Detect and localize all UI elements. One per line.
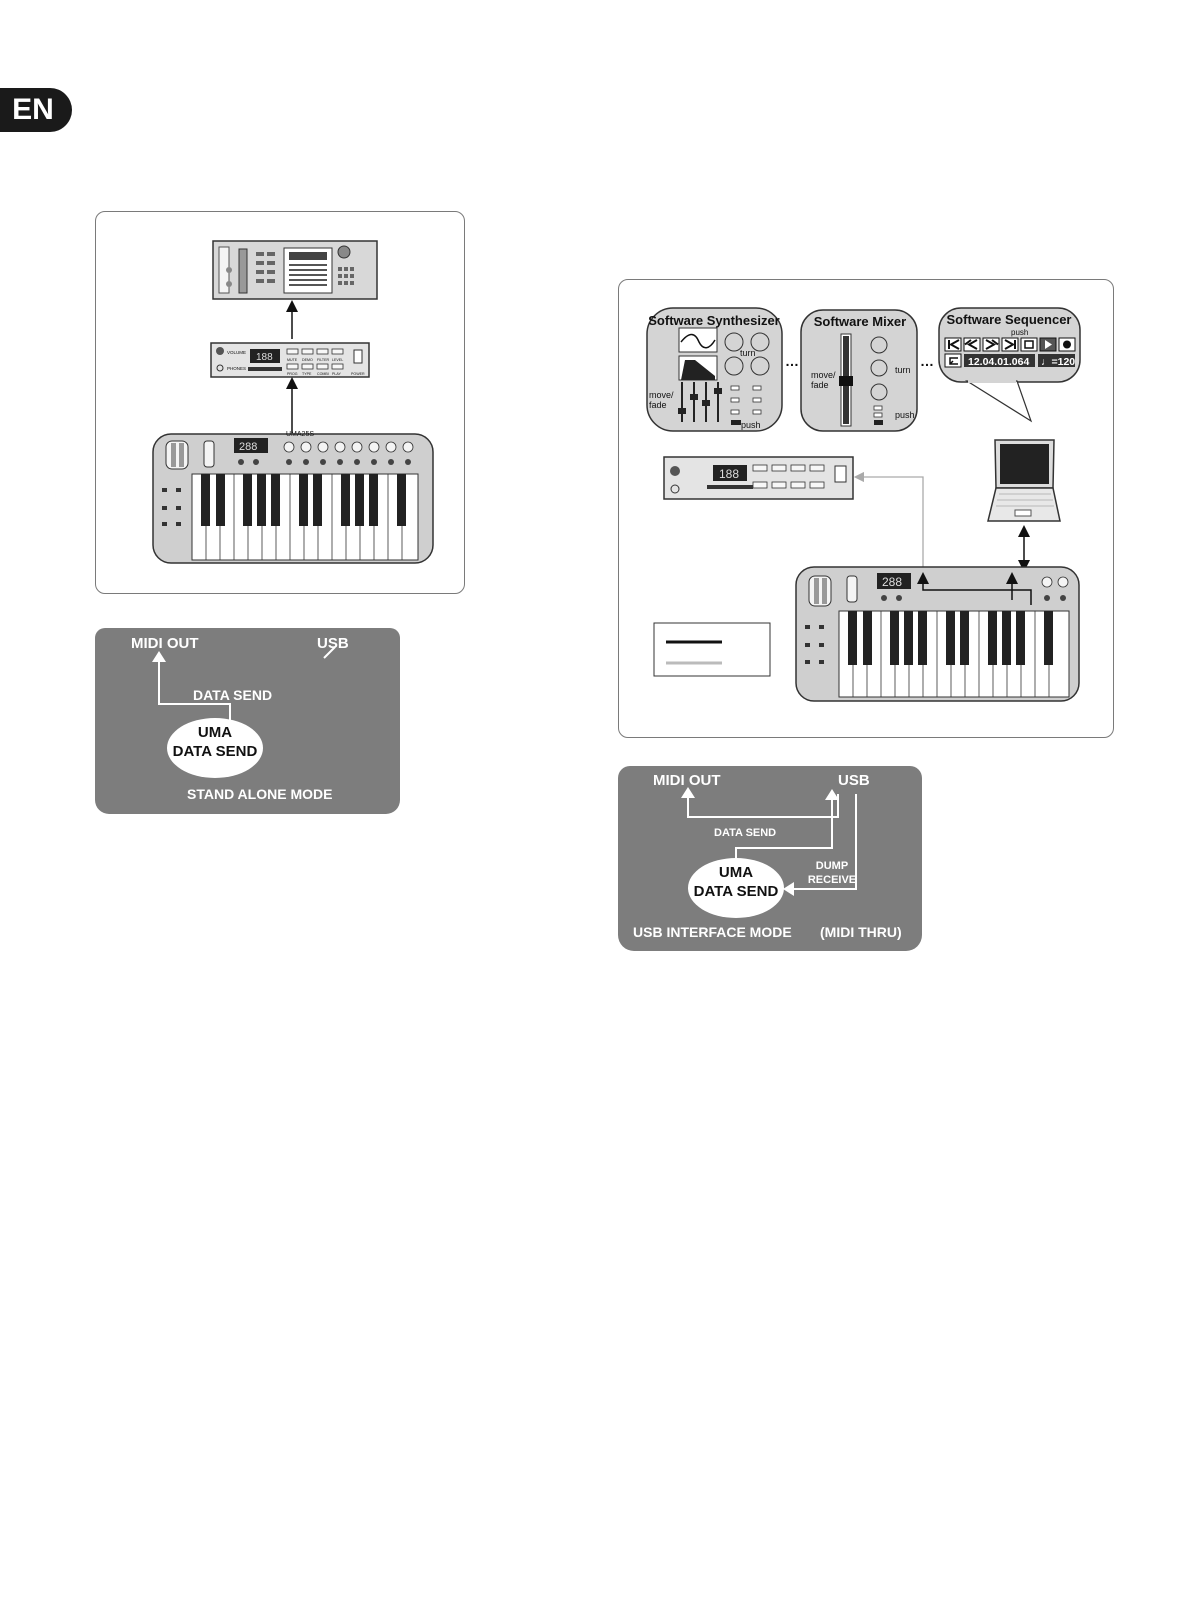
dump-label: DUMP bbox=[815, 860, 849, 872]
software-mixer-panel: Software Mixer move/ fade turn push bbox=[800, 309, 918, 432]
uma-data-send-label: DATA SEND bbox=[693, 883, 779, 900]
midi-thru-label: (MIDI THRU) bbox=[820, 924, 902, 940]
synth-mixer-connector: … bbox=[785, 353, 799, 369]
mixer-move-fade-label-1: move/ bbox=[811, 370, 836, 380]
synth-move-fade-label-2: fade bbox=[649, 400, 667, 410]
uma-label: UMA bbox=[718, 864, 754, 881]
sequencer-push-label: push bbox=[1011, 328, 1028, 337]
software-mixer-title: Software Mixer bbox=[814, 314, 906, 329]
synth-push-label: push bbox=[741, 420, 761, 430]
language-tab: EN bbox=[0, 88, 72, 132]
figure-usb-interface-setup: Software Synthesizer turn move/ fade pus bbox=[618, 279, 1114, 738]
sequencer-tempo-display: ♩=120 bbox=[1041, 356, 1075, 368]
figure-stand-alone-setup: VOLUME PHONES 188 MUTE DEMO FILTER LEVEL… bbox=[95, 211, 465, 594]
receive-label: RECEIVE bbox=[807, 874, 857, 886]
audio-interface-module: VOLUME PHONES 188 MUTE DEMO FILTER LEVEL… bbox=[210, 342, 370, 378]
mixer-sequencer-connector: … bbox=[920, 353, 934, 369]
module-power-label: POWER bbox=[351, 372, 365, 376]
module-display: 188 bbox=[719, 467, 739, 481]
usb-label: USB bbox=[838, 772, 870, 789]
synth-move-fade-label-1: move/ bbox=[649, 390, 674, 400]
module-button-play: PLAY bbox=[332, 372, 342, 376]
usb-interface-mode-label: USB INTERFACE MODE bbox=[633, 924, 792, 940]
module-button-combi: COMBI bbox=[317, 372, 329, 376]
usb-interface-mode-panel: MIDI OUT USB DATA SEND DUMP RECEIVE UMA … bbox=[618, 766, 922, 951]
software-synthesizer-panel: Software Synthesizer turn move/ fade pus bbox=[646, 307, 783, 432]
mixer-move-fade-label-2: fade bbox=[811, 380, 829, 390]
usb-interface-signal-diagram bbox=[681, 787, 857, 918]
stand-alone-signal-diagram bbox=[152, 646, 336, 778]
keyboard-model-label: UMA25S bbox=[286, 431, 314, 438]
data-send-label: DATA SEND bbox=[193, 687, 273, 703]
midi-out-label: MIDI OUT bbox=[131, 635, 199, 652]
stand-alone-mode-panel: MIDI OUT USB DATA SEND UMA DATA SEND STA… bbox=[95, 628, 400, 814]
usb-interface-illustration: Software Synthesizer turn move/ fade pus bbox=[646, 307, 1081, 702]
audio-interface-module: 188 bbox=[663, 456, 854, 500]
keyboard-display: 288 bbox=[239, 441, 257, 453]
rack-sound-module bbox=[212, 240, 378, 300]
module-button-type: TYPE bbox=[302, 372, 312, 376]
module-button-prog: PROG bbox=[287, 372, 298, 376]
usb-label: USB bbox=[317, 635, 349, 652]
software-sequencer-title: Software Sequencer bbox=[947, 312, 1072, 327]
midi-keyboard-controller: 288 UMA25S bbox=[152, 431, 434, 564]
sequencer-position-display: 12.04.01.064 bbox=[968, 356, 1029, 368]
stand-alone-illustration: VOLUME PHONES 188 MUTE DEMO FILTER LEVEL… bbox=[152, 240, 434, 564]
keyboard-display: 288 bbox=[882, 575, 902, 589]
stand-alone-mode-label: STAND ALONE MODE bbox=[187, 786, 333, 802]
synth-turn-label: turn bbox=[740, 348, 756, 358]
module-button-level: LEVEL bbox=[332, 358, 343, 362]
module-phones-label: PHONES bbox=[227, 366, 246, 371]
module-button-demo: DEMO bbox=[302, 358, 313, 362]
module-button-filter: FILTER bbox=[317, 358, 330, 362]
legend-box bbox=[653, 622, 771, 677]
laptop-computer bbox=[987, 439, 1061, 522]
mixer-push-label: push bbox=[895, 410, 915, 420]
uma-data-send-label: DATA SEND bbox=[172, 743, 258, 760]
module-volume-label: VOLUME bbox=[227, 350, 246, 355]
uma-label: UMA bbox=[197, 724, 233, 741]
software-synthesizer-title: Software Synthesizer bbox=[648, 313, 780, 328]
mixer-turn-label: turn bbox=[895, 365, 911, 375]
midi-out-label: MIDI OUT bbox=[653, 772, 721, 789]
module-display: 188 bbox=[256, 352, 273, 363]
data-send-label: DATA SEND bbox=[714, 827, 777, 839]
midi-keyboard-controller: 288 bbox=[795, 566, 1080, 702]
software-sequencer-panel: Software Sequencer push 12.04.01.064 ♩=1… bbox=[938, 307, 1081, 423]
module-button-mute: MUTE bbox=[287, 358, 298, 362]
